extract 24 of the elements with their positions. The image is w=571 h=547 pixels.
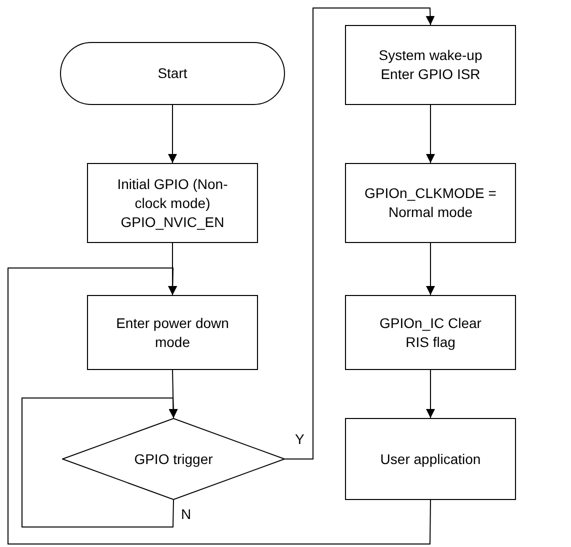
arrow: [284, 8, 435, 460]
node-text: System wake-up Enter GPIO ISR: [378, 46, 484, 84]
arrow: [22, 398, 178, 528]
process-box: [87, 295, 258, 370]
process-box: [345, 25, 516, 105]
arrow: [426, 370, 435, 418]
node-text: Enter power down mode: [115, 314, 230, 352]
process-box: [87, 163, 258, 243]
node-text: GPIOn_IC Clear RIS flag: [378, 314, 482, 352]
process-box: [345, 418, 516, 500]
node-text: Start: [156, 64, 188, 83]
edge-label: N: [180, 506, 192, 522]
arrow: [426, 242, 435, 296]
arrow: [8, 268, 431, 544]
process-box: [345, 163, 516, 243]
arrow: [168, 104, 177, 164]
node-text: GPIOn_CLKMODE = Normal mode: [364, 184, 498, 222]
edge-label: Y: [294, 431, 306, 447]
decision-diamond: [62, 418, 285, 500]
node-text: GPIO trigger: [133, 450, 214, 468]
node-text: User application: [379, 450, 482, 468]
arrow: [426, 104, 435, 164]
node-text: Initial GPIO (Non-clock mode) GPIO_NVIC_EN: [116, 174, 229, 232]
process-box: [345, 295, 516, 370]
